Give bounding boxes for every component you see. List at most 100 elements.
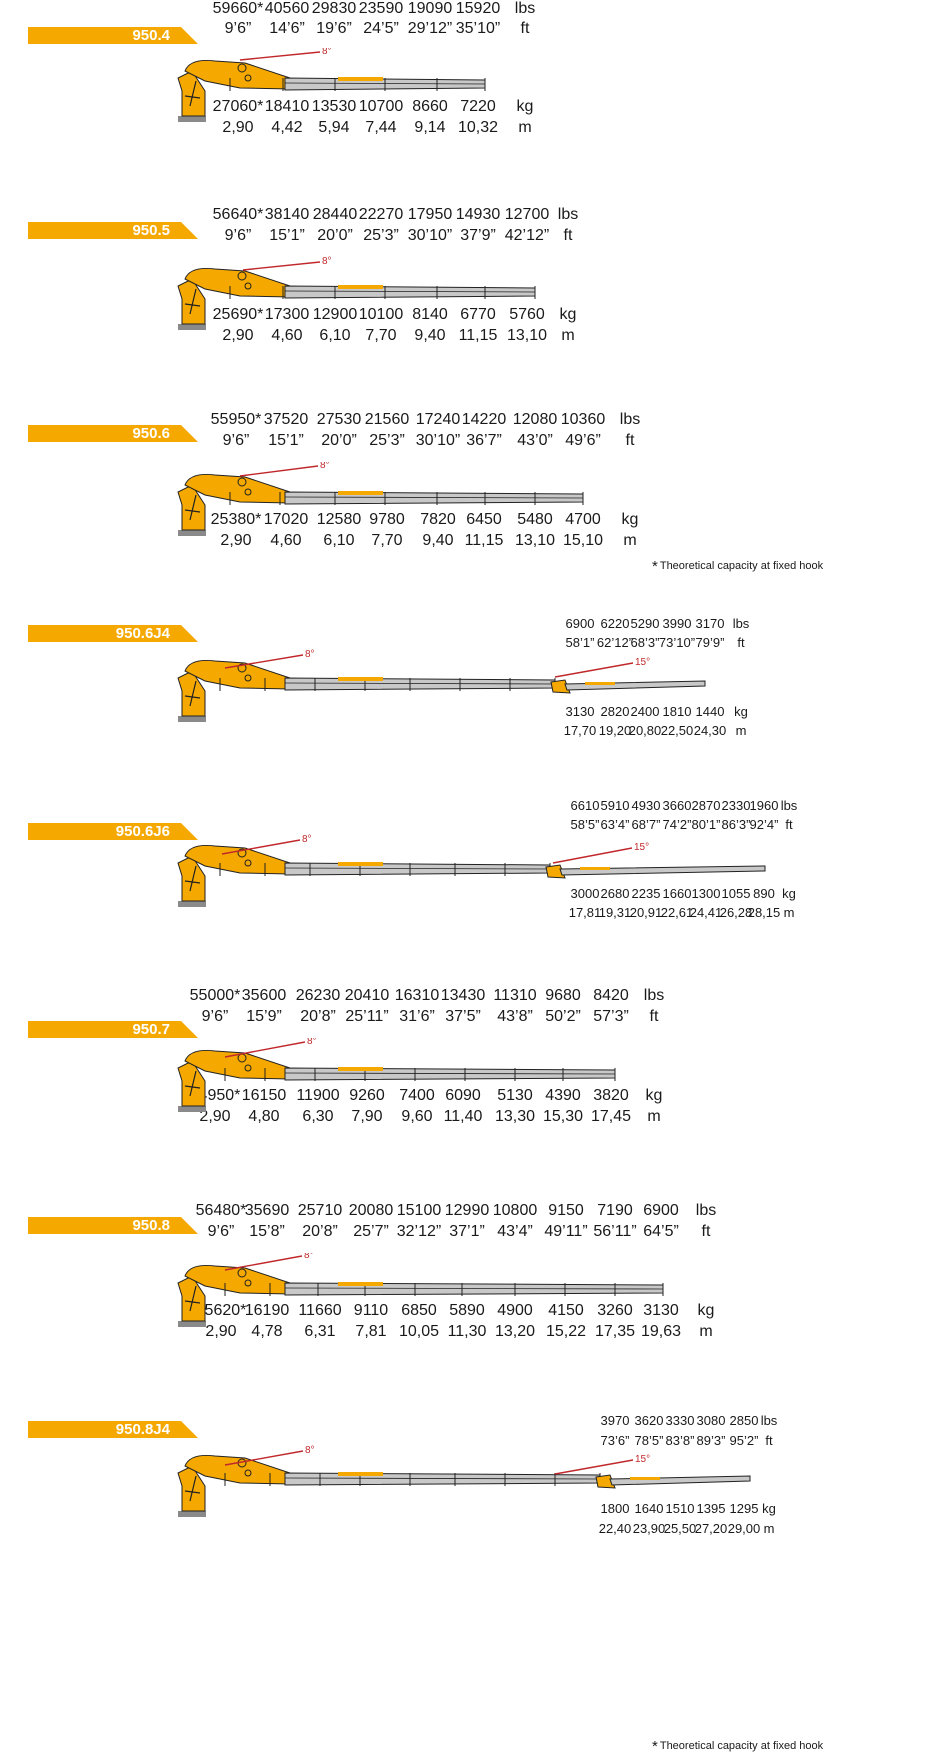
m-value: 7,90	[351, 1108, 383, 1125]
m-value: 13,20	[494, 1323, 536, 1340]
m-value: 2,90	[222, 119, 254, 136]
crane-diagram: 8°	[177, 462, 584, 536]
lbs-value: 28440	[312, 206, 358, 223]
lbs-value: 1960	[749, 798, 779, 813]
kg-value: 13530	[311, 98, 357, 115]
lbs-value: 22270	[358, 206, 404, 223]
kg-value: 17300	[264, 306, 310, 323]
crane-inner-boom	[184, 845, 291, 875]
kg-value: 11900	[296, 1087, 340, 1104]
ft-value: 32’12”	[396, 1223, 442, 1240]
m-value: 10,32	[457, 119, 499, 136]
model-label: 950.6	[28, 425, 198, 442]
lbs-value: 17950	[407, 206, 453, 223]
ft-value: 14’6”	[269, 20, 305, 37]
model-label: 950.4	[28, 27, 198, 44]
model-label: 950.6J6	[28, 823, 198, 840]
crane-base	[178, 530, 206, 536]
lbs-value: 29830	[311, 0, 357, 17]
m-value: 6,10	[319, 327, 351, 344]
jib-boom	[559, 865, 766, 876]
ft-value: 80’1”	[691, 817, 721, 832]
m-value: 7,44	[365, 119, 397, 136]
m-value: 6,30	[302, 1108, 334, 1125]
m-value: 13,30	[494, 1108, 536, 1125]
m-value: 7,70	[371, 532, 403, 549]
m-value: 4,60	[270, 532, 302, 549]
lbs-value: 6610	[570, 798, 600, 813]
m-value: 25,50	[663, 1521, 697, 1536]
lbs-value: 3330	[665, 1413, 695, 1428]
ft-unit: ft	[649, 1008, 659, 1025]
m-value: 28,15	[747, 905, 781, 920]
model-label: 950.6J4	[28, 625, 198, 642]
m-value: 13,10	[514, 532, 556, 549]
lbs-value: 4930	[631, 798, 661, 813]
m-value: 23,90	[632, 1521, 666, 1536]
m-value: 29,00	[727, 1521, 761, 1536]
kg-value: 6770	[460, 306, 496, 323]
kg-value: 2820	[600, 704, 630, 719]
m-unit: m	[783, 905, 795, 920]
kg-unit: kg	[621, 511, 639, 528]
kg-value: 4700	[565, 511, 601, 528]
lbs-value: 3970	[600, 1413, 630, 1428]
footnote-marker: *	[652, 558, 658, 575]
boom-angle-line	[221, 839, 301, 855]
ft-value: 49’11”	[544, 1223, 588, 1240]
kg-unit: kg	[762, 1501, 776, 1516]
crane-inner-boom	[184, 1050, 291, 1080]
kg-value: 3260	[597, 1302, 633, 1319]
kg-value: 5480	[517, 511, 553, 528]
lbs-value: 40560	[264, 0, 310, 17]
kg-value: 1810	[662, 704, 692, 719]
lbs-value: 23590	[358, 0, 404, 17]
lbs-value: 38140	[264, 206, 310, 223]
kg-value: 5130	[497, 1087, 533, 1104]
kg-value: 9260	[349, 1087, 385, 1104]
lbs-value: 3990	[662, 616, 692, 631]
crane-inner-boom	[184, 660, 291, 690]
boom-angle-label: 8°	[305, 649, 315, 660]
m-value: 2,90	[205, 1323, 237, 1340]
jib-angle-label: 15°	[634, 842, 649, 853]
kg-value: 4900	[497, 1302, 533, 1319]
m-unit: m	[735, 723, 747, 738]
kg-value: 1660	[662, 886, 692, 901]
crane-diagram: 8°15°	[177, 834, 766, 907]
ft-value: 86’3”	[721, 817, 751, 832]
kg-value: 12580	[316, 511, 362, 528]
m-value: 17,35	[594, 1323, 636, 1340]
ft-value: 74’2”	[662, 817, 692, 832]
lbs-value: 56480*	[195, 1202, 247, 1219]
lbs-value: 15100	[396, 1202, 442, 1219]
kg-value: 6450	[466, 511, 502, 528]
kg-value: 7820	[420, 511, 456, 528]
m-unit: m	[647, 1108, 661, 1125]
ft-unit: ft	[701, 1223, 711, 1240]
crane-base	[178, 116, 206, 122]
lbs-unit: lbs	[643, 987, 665, 1004]
lbs-value: 20080	[348, 1202, 394, 1219]
kg-value: 2680	[600, 886, 630, 901]
ft-value: 43’0”	[517, 432, 553, 449]
kg-value: 4390	[545, 1087, 581, 1104]
kg-value: 25380*	[210, 511, 262, 528]
ft-value: 24’5”	[363, 20, 399, 37]
m-value: 17,70	[563, 723, 597, 738]
m-value: 9,60	[401, 1108, 433, 1125]
kg-value: 9110	[353, 1302, 389, 1319]
kg-value: 2235	[631, 886, 661, 901]
m-value: 11,15	[458, 327, 498, 344]
ft-value: 20’8”	[302, 1223, 338, 1240]
ft-value: 58’1”	[565, 635, 595, 650]
ft-value: 9’6”	[224, 227, 252, 244]
boom-angle-line	[224, 1041, 306, 1058]
kg-value: 25690*	[212, 306, 264, 323]
kg-value: 6090	[445, 1087, 481, 1104]
lbs-value: 35600	[241, 987, 287, 1004]
ft-value: 42’12”	[504, 227, 550, 244]
lbs-value: 35690	[244, 1202, 290, 1219]
model-label: 950.7	[28, 1021, 198, 1038]
kg-value: 890	[753, 886, 775, 901]
